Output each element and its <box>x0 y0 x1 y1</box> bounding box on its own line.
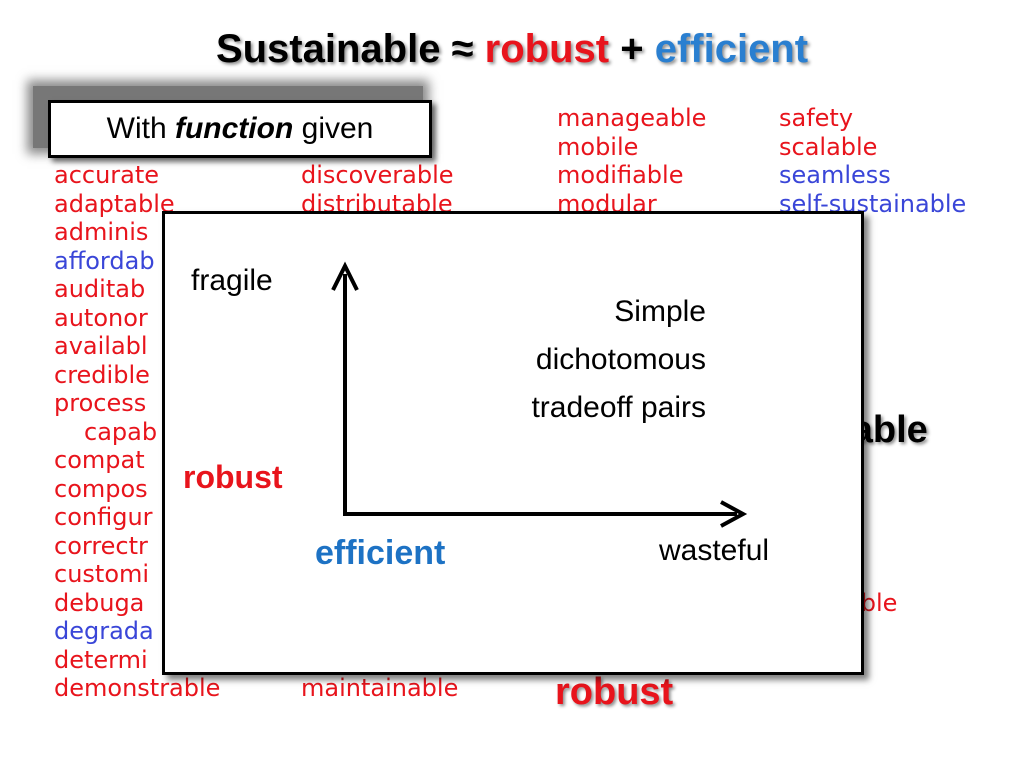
word-item: autonor <box>54 303 148 332</box>
fragile-label: fragile <box>191 264 273 297</box>
word-item: auditab <box>54 275 146 303</box>
big-robust-text: robust <box>555 671 674 713</box>
word-item: discoverable <box>301 161 454 189</box>
simple-line-1: Simple <box>614 295 706 328</box>
word-item: maintainable <box>301 674 459 702</box>
with-prefix: With <box>106 112 167 145</box>
function-emph: function <box>174 112 294 145</box>
word-item: availabl <box>54 332 148 360</box>
title-robust: robust <box>484 27 610 71</box>
word-item: configur <box>54 503 153 531</box>
word-item: accurate <box>54 161 160 189</box>
word-item: adaptable <box>54 189 175 218</box>
axes <box>331 261 748 528</box>
title-sustainable: Sustainable <box>215 27 441 71</box>
word-item: mobile <box>557 132 639 161</box>
y-axis-arrowhead <box>331 261 359 291</box>
with-function-given-box: With function given <box>48 100 432 158</box>
tradeoff-panel: fragile Simple dichotomous tradeoff pair… <box>162 211 864 675</box>
word-item: customi <box>54 560 150 588</box>
with-suffix: given <box>301 112 374 145</box>
word-item: seamless <box>779 161 891 189</box>
word-item: compos <box>54 474 148 503</box>
title-plus: + <box>620 27 644 71</box>
word-item: manageable <box>557 104 707 132</box>
word-item: demonstrable <box>54 674 221 702</box>
robust-axis-label: robust <box>183 459 283 495</box>
word-item: safety <box>779 104 854 132</box>
word-item: capab <box>84 417 158 446</box>
word-item: process <box>54 389 147 417</box>
word-item: degrada <box>54 617 154 645</box>
x-axis-arrowhead <box>720 500 748 528</box>
wasteful-label: wasteful <box>659 534 770 567</box>
word-item: determi <box>54 645 148 674</box>
word-item: affordab <box>54 246 155 275</box>
efficient-axis-label: efficient <box>315 534 446 572</box>
word-item: correctr <box>54 531 148 560</box>
word-item: adminis <box>54 218 149 246</box>
simple-line-2: dichotomous <box>535 343 706 376</box>
word-item: debuga <box>54 588 145 617</box>
simple-line-3: tradeoff pairs <box>531 391 706 424</box>
simple-tradeoff-text: Simple dichotomous tradeoff pairs <box>531 288 706 432</box>
word-item: scalable <box>779 132 878 161</box>
title-approx: ≈ <box>451 27 474 71</box>
slide-title: Sustainable ≈ robust + efficient <box>0 26 1024 72</box>
word-item: compat <box>54 446 145 474</box>
word-item: credible <box>54 360 150 389</box>
title-efficient: efficient <box>654 27 809 71</box>
word-item: modifiable <box>557 161 684 189</box>
